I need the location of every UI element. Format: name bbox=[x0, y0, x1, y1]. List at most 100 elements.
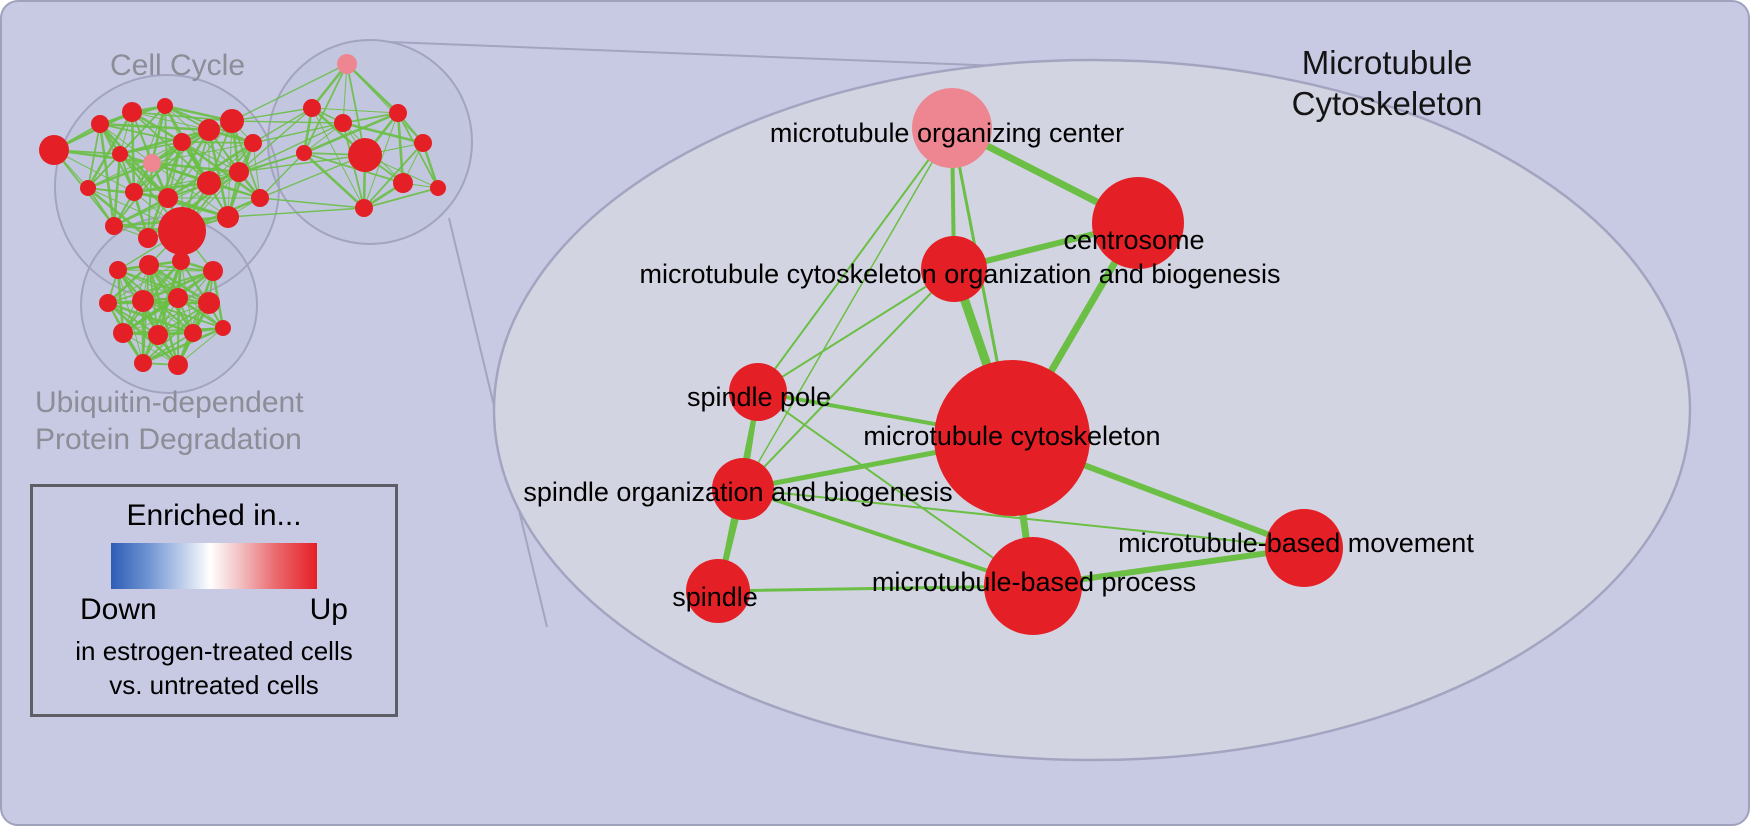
edge-spindle-pole--microtubule-based-process bbox=[757, 391, 1034, 587]
mini-edge bbox=[252, 142, 261, 199]
mini-edge bbox=[87, 123, 101, 189]
mini-edge bbox=[133, 181, 210, 194]
mini-edge bbox=[107, 270, 214, 304]
mini-node-38 bbox=[113, 323, 133, 343]
mini-node-23 bbox=[348, 138, 382, 172]
mini-edge bbox=[131, 111, 210, 131]
microtubule-cytoskeleton-title: Microtubule Cytoskeleton bbox=[1291, 44, 1483, 123]
edge-spindle--microtubule-based-process bbox=[716, 584, 1035, 593]
mini-node-25 bbox=[414, 134, 432, 152]
mini-edge bbox=[231, 107, 313, 122]
mini-edge bbox=[119, 128, 210, 156]
legend-title: Enriched in... bbox=[126, 499, 302, 532]
mini-node-34 bbox=[99, 294, 117, 312]
mini-edge bbox=[259, 197, 365, 209]
node-label-microtubule-based-process: microtubule-based process bbox=[872, 567, 1196, 597]
mini-node-24 bbox=[389, 104, 407, 122]
mini-edge bbox=[363, 187, 439, 209]
mini-edge bbox=[150, 105, 167, 164]
mini-node-7 bbox=[198, 119, 220, 141]
mini-edge bbox=[133, 129, 210, 193]
mini-edge bbox=[303, 111, 399, 155]
edge-microtubule-cytoskeleton-organization-and-biogenesis--spindle-organization-and-biogenesis bbox=[742, 268, 955, 490]
main-network-labels: microtubule organizing center centrosome m… bbox=[523, 118, 1474, 612]
mini-node-16 bbox=[217, 206, 239, 228]
mini-edge bbox=[181, 141, 240, 173]
mini-edge bbox=[142, 300, 224, 329]
legend: Enriched in... Down Up in estrogen-treat… bbox=[30, 484, 398, 717]
mini-node-5 bbox=[143, 154, 161, 172]
mini-edge bbox=[87, 141, 183, 189]
mini-edge bbox=[252, 122, 344, 144]
mini-edge bbox=[342, 112, 399, 124]
mini-edge bbox=[311, 107, 399, 114]
ubiquitin-label: Ubiquitin-dependent Protein Degradation bbox=[35, 386, 304, 456]
mini-edge bbox=[231, 63, 348, 122]
node-label-centrosome: centrosome bbox=[1063, 225, 1204, 255]
mini-node-35 bbox=[132, 290, 154, 312]
node-label-microtubule-organizing-center: microtubule organizing center bbox=[770, 118, 1124, 148]
mini-node-11 bbox=[197, 171, 221, 195]
mini-edge bbox=[117, 269, 214, 272]
mini-node-9 bbox=[125, 183, 143, 201]
mini-edge bbox=[113, 141, 183, 227]
mini-edge bbox=[167, 120, 233, 199]
legend-down-label: Down bbox=[80, 593, 157, 626]
mini-edge bbox=[133, 171, 240, 193]
edge-spindle-organization-and-biogenesis--microtubule-based-movement bbox=[742, 488, 1305, 549]
node-microtubule-based-process bbox=[984, 537, 1082, 635]
legend-axis-labels: Down Up bbox=[80, 593, 348, 627]
mini-node-20 bbox=[337, 54, 357, 74]
mini-node-2 bbox=[122, 102, 142, 122]
mini-edge bbox=[122, 296, 179, 335]
node-label-spindle-pole: spindle pole bbox=[687, 382, 831, 412]
mini-edge bbox=[363, 142, 424, 209]
mini-edge bbox=[208, 152, 305, 184]
mini-edge bbox=[142, 269, 214, 303]
mini-node-26 bbox=[393, 173, 413, 193]
node-label-spindle: spindle bbox=[672, 582, 758, 612]
mini-node-29 bbox=[296, 145, 312, 161]
mini-node-0 bbox=[39, 135, 69, 165]
mini-edge bbox=[180, 260, 224, 329]
mini-edge bbox=[346, 63, 424, 144]
legend-subtitle: in estrogen-treated cells vs. untreated … bbox=[75, 635, 352, 703]
mini-edge bbox=[259, 152, 305, 199]
mini-edge bbox=[147, 162, 153, 239]
mini-node-14 bbox=[138, 228, 158, 248]
node-spindle-pole bbox=[729, 363, 787, 421]
mini-node-36 bbox=[168, 288, 188, 308]
mini-edge bbox=[131, 111, 233, 122]
mini-edge bbox=[303, 152, 404, 184]
mini-edge bbox=[107, 260, 182, 304]
mini-node-31 bbox=[139, 255, 159, 275]
main-network-nodes bbox=[686, 88, 1343, 635]
node-microtubule-cytoskeleton bbox=[934, 360, 1090, 516]
mini-edge bbox=[86, 111, 134, 189]
mini-node-4 bbox=[112, 146, 128, 162]
mini-node-13 bbox=[105, 217, 123, 235]
mini-node-41 bbox=[215, 320, 231, 336]
mini-node-12 bbox=[229, 162, 249, 182]
mini-node-39 bbox=[148, 325, 168, 345]
node-spindle bbox=[686, 559, 750, 623]
mini-edge bbox=[53, 149, 135, 193]
legend-subtitle-line1: in estrogen-treated cells bbox=[75, 636, 353, 666]
mini-node-15 bbox=[158, 207, 206, 255]
mini-edge bbox=[112, 153, 122, 227]
mini-edge bbox=[397, 112, 439, 189]
mini-edge bbox=[141, 260, 183, 364]
mini-edge bbox=[227, 207, 365, 218]
mini-node-17 bbox=[251, 189, 269, 207]
edge-microtubule-cytoskeleton-organization-and-biogenesis--spindle-pole bbox=[757, 268, 955, 393]
mini-node-37 bbox=[198, 292, 220, 314]
mini-edge bbox=[238, 154, 366, 173]
mini-edge bbox=[122, 302, 210, 334]
node-centrosome bbox=[1092, 177, 1184, 269]
enrichment-gradient-bar bbox=[111, 543, 317, 589]
mini-node-19 bbox=[244, 134, 262, 152]
mini-node-28 bbox=[430, 180, 446, 196]
mini-edge bbox=[167, 141, 254, 200]
